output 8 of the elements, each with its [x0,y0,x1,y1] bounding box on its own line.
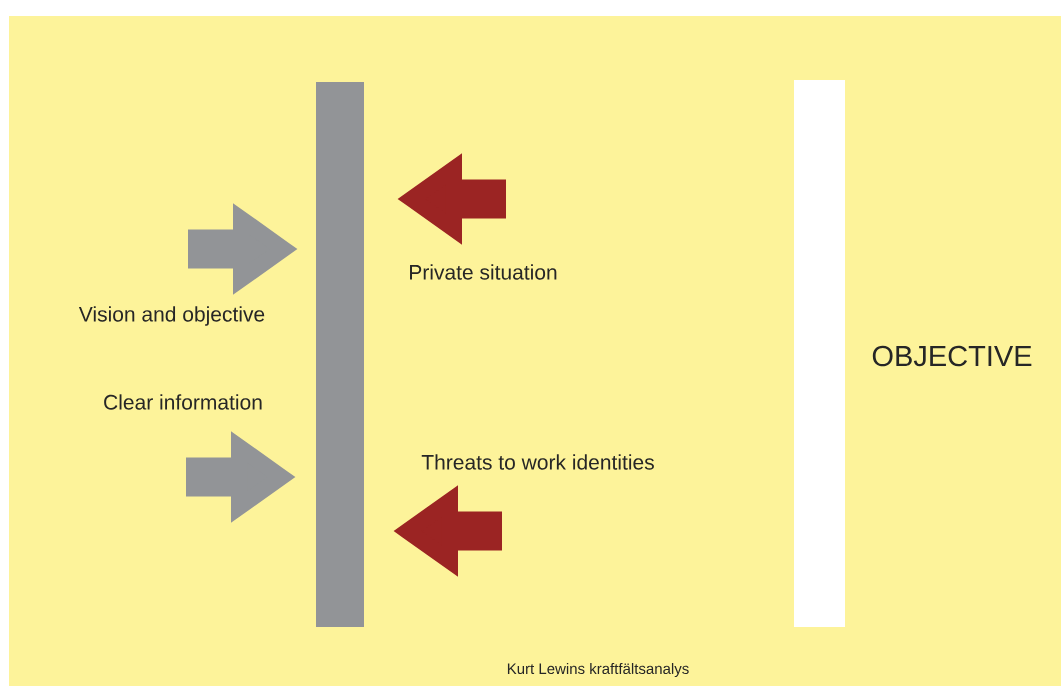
force-label: Private situation [410,264,557,280]
force-label: Clear information [104,394,262,410]
force-label: Vision and objective [78,306,265,326]
bar [794,80,845,627]
force-label: OBJECTIVE [872,345,1032,367]
caption: Kurt Lewins kraftfältsanalys [507,663,689,677]
force-label: Threats to work identities [421,454,654,470]
bar [316,82,364,627]
